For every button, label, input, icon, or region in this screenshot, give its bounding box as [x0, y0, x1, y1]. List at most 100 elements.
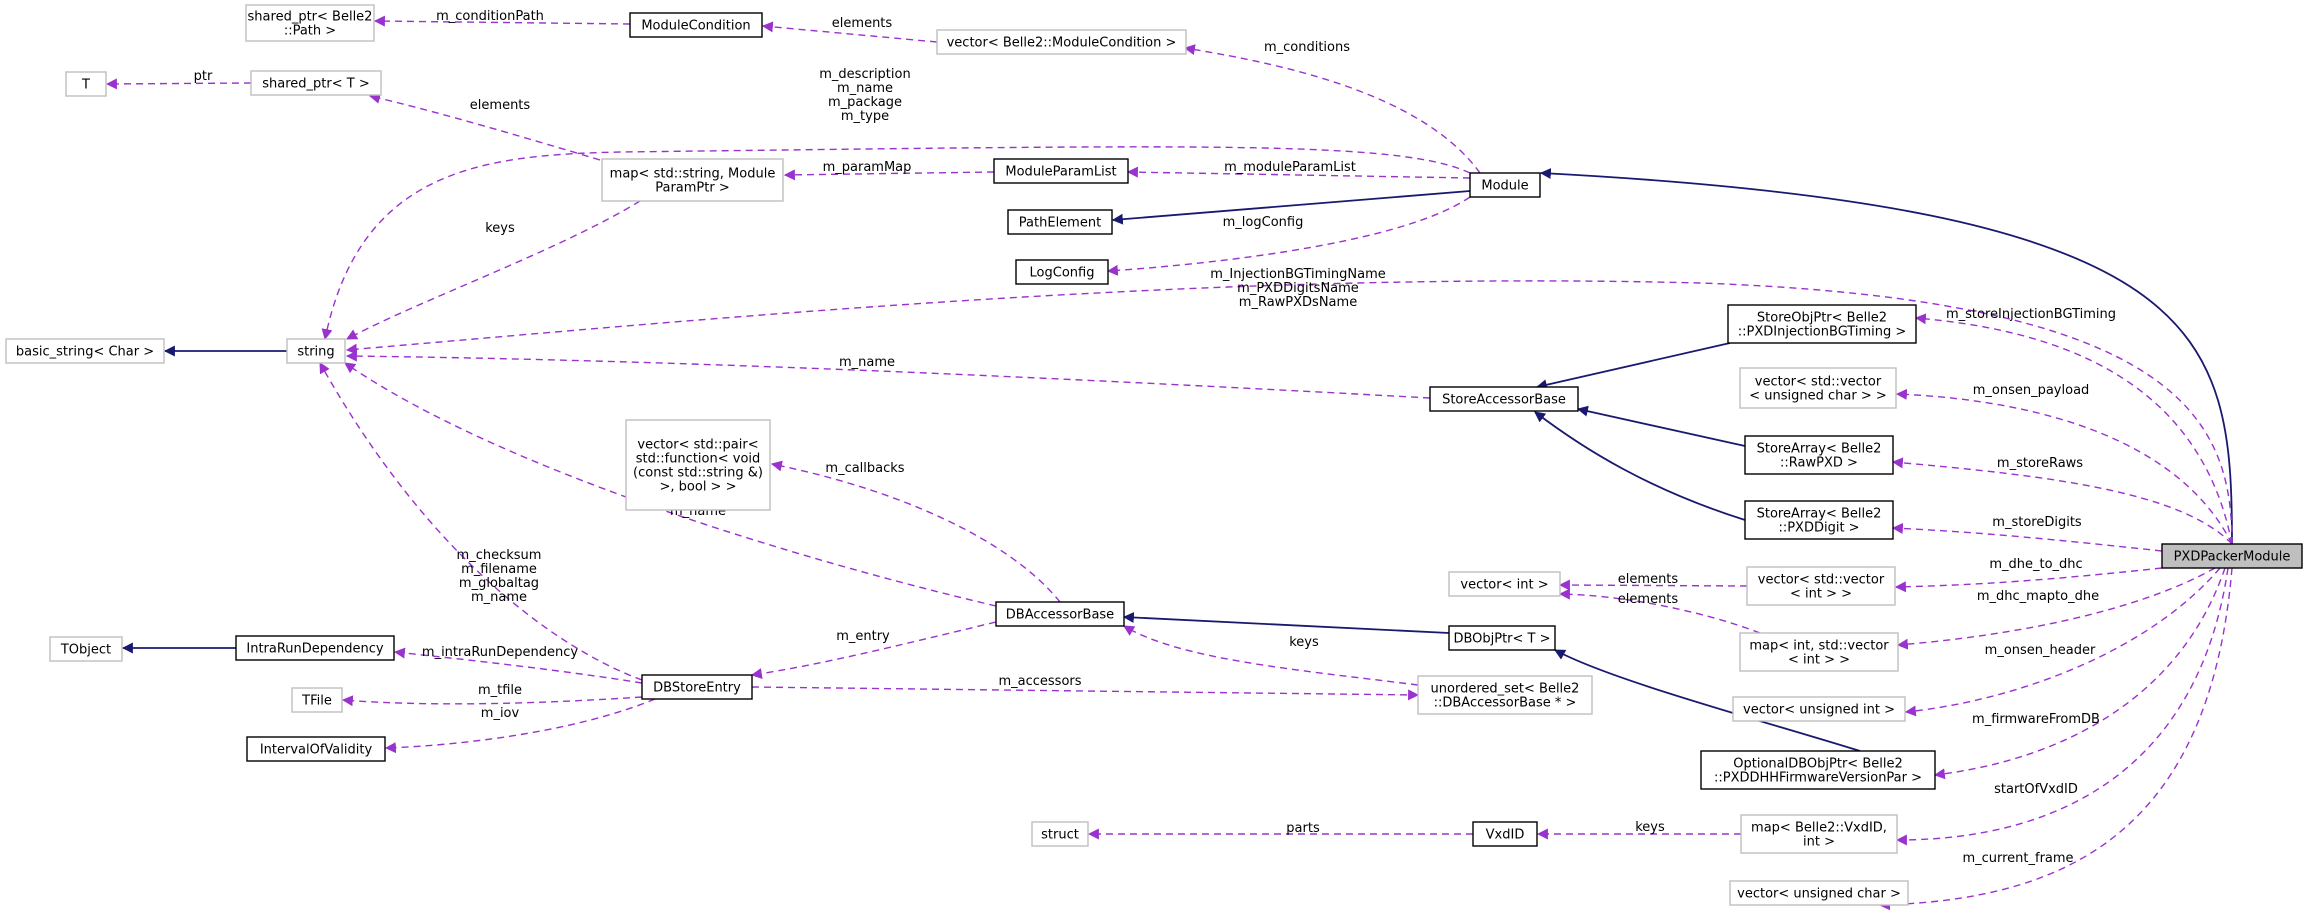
class-box	[1700, 750, 1936, 790]
inheritance-arrow	[1534, 411, 1746, 521]
class-label: >, bool > >	[660, 480, 737, 495]
usage-arrow	[345, 350, 1431, 399]
class-node-optional-dbobj-ptr[interactable]: OptionalDBObjPtr< Belle2::PXDDHHFirmware…	[1700, 750, 1936, 790]
edge-label-keys: keys	[1289, 635, 1319, 650]
class-node-string[interactable]: string	[286, 338, 346, 364]
usage-edge: m_dhc_mapto_dhe	[1896, 567, 2216, 650]
class-node-basic-string[interactable]: basic_string< Char >	[5, 338, 165, 364]
class-label: vector< std::pair<	[637, 438, 758, 453]
class-node-vec-int[interactable]: vector< int >	[1448, 571, 1561, 597]
class-box	[1727, 304, 1917, 344]
class-node-module-param-list[interactable]: ModuleParamList	[993, 158, 1129, 184]
usage-edge: keys	[1536, 820, 1741, 840]
class-node-store-array-digit[interactable]: StoreArray< Belle2::PXDDigit >	[1744, 500, 1894, 540]
class-label: T	[81, 78, 90, 93]
class-node-interval-of-validity[interactable]: IntervalOfValidity	[246, 736, 386, 762]
usage-arrow	[770, 460, 1061, 603]
class-node-dbstore-entry[interactable]: DBStoreEntry	[641, 674, 753, 700]
class-node-vec-vec-int[interactable]: vector< std::vector< int > >	[1746, 566, 1896, 606]
class-node-vec-pair[interactable]: vector< std::pair<std::function< void(co…	[625, 419, 771, 511]
inheritance-edge	[1576, 405, 1746, 447]
usage-edge: elements	[761, 16, 938, 43]
class-node-dbobj-ptr-t[interactable]: DBObjPtr< T >	[1448, 625, 1556, 651]
inheritance-arrow	[1111, 190, 1471, 225]
class-node-shared-path[interactable]: shared_ptr< Belle2::Path >	[245, 4, 375, 42]
usage-arrow	[1106, 196, 1471, 276]
class-box	[1746, 566, 1896, 606]
class-node-map-vxd[interactable]: map< Belle2::VxdID,int >	[1740, 814, 1898, 854]
class-node-store-obj-ptr-inj[interactable]: StoreObjPtr< Belle2::PXDInjectionBGTimin…	[1727, 304, 1917, 344]
usage-arrow	[751, 686, 1420, 701]
usage-arrow	[761, 21, 938, 43]
class-node-struct[interactable]: struct	[1031, 821, 1089, 847]
usage-arrow	[384, 698, 656, 754]
class-node-store-array-raw[interactable]: StoreArray< Belle2::RawPXD >	[1744, 435, 1894, 475]
class-node-log-config[interactable]: LogConfig	[1015, 259, 1109, 285]
edge-label-m-name: m_name	[839, 355, 895, 370]
usage-edge: m_conditionPath	[373, 9, 631, 27]
usage-edge: m_dhe_to_dhc	[1894, 557, 2163, 593]
class-label: StoreObjPtr< Belle2	[1757, 311, 1887, 326]
edge-label-m-store-digits: m_storeDigits	[1992, 515, 2082, 530]
class-node-path-element[interactable]: PathElement	[1007, 209, 1113, 235]
usage-edge: m_tfile	[341, 683, 643, 707]
class-label: shared_ptr< T >	[262, 77, 369, 92]
class-box	[291, 687, 343, 713]
class-node-dbaccessor-base[interactable]: DBAccessorBase	[995, 601, 1125, 627]
edge-label-m-globaltag: m_globaltag	[459, 576, 539, 591]
class-box	[1448, 625, 1556, 651]
usage-edge: m_InjectionBGTimingNamem_PXDDigitsNamem_…	[345, 267, 2233, 545]
class-label: int >	[1803, 835, 1835, 850]
usage-arrow	[319, 362, 643, 681]
class-label: LogConfig	[1030, 266, 1095, 281]
class-label: map< std::string, Module	[610, 167, 776, 182]
inheritance-arrow	[1554, 649, 1861, 752]
edge-label-m-intra-run-dependency: m_intraRunDependency	[422, 645, 578, 660]
class-label: std::function< void	[636, 452, 761, 467]
class-box	[5, 338, 165, 364]
usage-edge: m_intraRunDependency	[393, 645, 643, 684]
class-label: ::DBAccessorBase * >	[1434, 696, 1577, 711]
class-node-vec-uchar[interactable]: vector< unsigned char >	[1729, 880, 1909, 906]
usage-arrow	[1895, 567, 2229, 846]
class-node-vec-vec-uchar[interactable]: vector< std::vector< unsigned char > >	[1739, 367, 1897, 409]
usage-edge: m_onsen_payload	[1895, 383, 2233, 545]
class-node-pxdpacker-module[interactable]: PXDPackerModule	[2161, 543, 2303, 569]
class-node-intra-run-dependency[interactable]: IntraRunDependency	[235, 635, 395, 661]
class-box	[601, 158, 784, 202]
edge-label-m-raw-pxds-name: m_RawPXDsName	[1239, 295, 1357, 310]
class-box	[246, 736, 386, 762]
usage-arrow	[1123, 625, 1419, 686]
edge-label-m-description: m_description	[819, 67, 910, 82]
class-node-module[interactable]: Module	[1469, 172, 1541, 198]
class-box	[49, 636, 123, 662]
class-node-tfile[interactable]: TFile	[291, 687, 343, 713]
edge-label-m-condition-path: m_conditionPath	[436, 9, 544, 24]
inheritance-edge	[1122, 611, 1450, 634]
class-node-t[interactable]: T	[65, 71, 107, 97]
edge-label-m-checksum: m_checksum	[457, 548, 542, 563]
usage-edge: m_moduleParamList	[1126, 160, 1471, 179]
class-node-vxd-id[interactable]: VxdID	[1472, 821, 1538, 847]
class-box	[993, 158, 1129, 184]
class-node-tobject[interactable]: TObject	[49, 636, 123, 662]
inheritance-arrow	[1122, 611, 1450, 634]
class-box	[286, 338, 346, 364]
class-node-map-int-vec[interactable]: map< int, std::vector< int > >	[1739, 632, 1899, 672]
edge-label-m-tfile: m_tfile	[478, 683, 522, 698]
class-node-module-condition[interactable]: ModuleCondition	[629, 12, 763, 38]
class-node-vec-mod-cond[interactable]: vector< Belle2::ModuleCondition >	[936, 29, 1187, 55]
usage-edge: m_entry	[750, 621, 997, 679]
usage-arrow	[1904, 567, 2221, 717]
edge-label-m-injection-bgtiming-name: m_InjectionBGTimingName	[1210, 267, 1385, 282]
class-node-shared-t[interactable]: shared_ptr< T >	[250, 70, 382, 96]
class-node-store-accessor-base[interactable]: StoreAccessorBase	[1429, 386, 1579, 412]
class-node-vec-uint[interactable]: vector< unsigned int >	[1732, 696, 1906, 722]
edge-label-m-onsen-header: m_onsen_header	[1985, 643, 2096, 658]
class-node-unordered-set[interactable]: unordered_set< Belle2::DBAccessorBase * …	[1417, 675, 1593, 715]
class-box	[1015, 259, 1109, 285]
